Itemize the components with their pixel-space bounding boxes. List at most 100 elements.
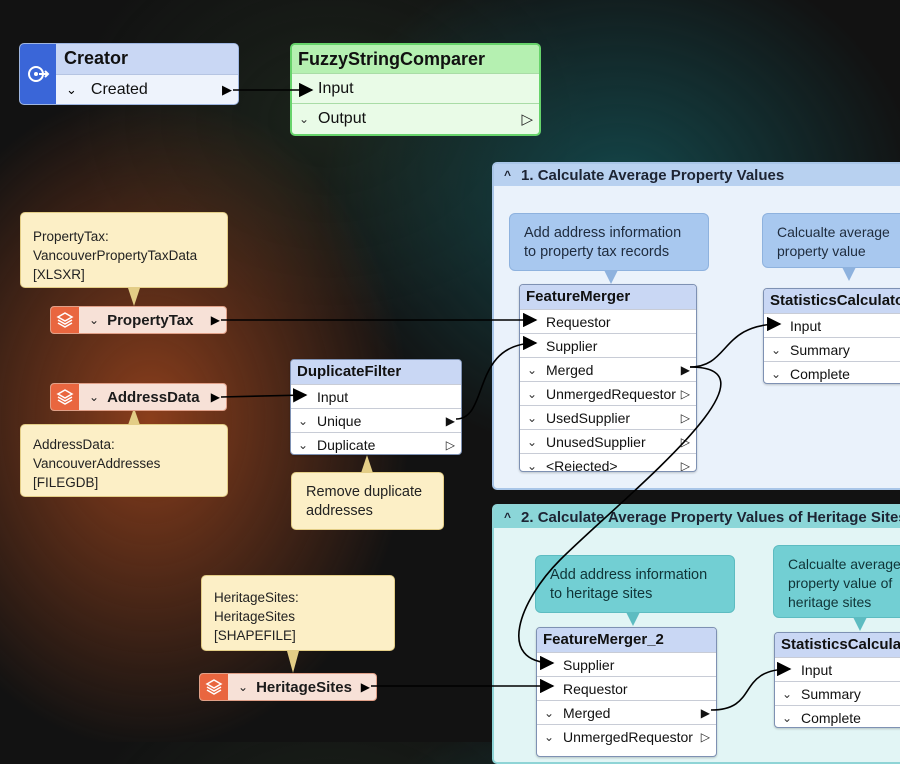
port-label: Merged [563, 704, 611, 721]
chevron-down-icon[interactable]: ⌄ [297, 413, 309, 428]
chevron-down-icon[interactable]: ⌄ [238, 680, 249, 694]
chevron-down-icon[interactable]: ⌄ [526, 434, 538, 449]
port-complete[interactable]: ⌄ Complete [775, 705, 900, 727]
creator-transformer[interactable]: Creator ⌄ Created ▶ [19, 43, 239, 105]
fuzzystringcomparer-transformer[interactable]: FuzzyStringComparer ▶ Input ⌄ Output ▷ [290, 43, 541, 136]
chevron-down-icon[interactable]: ⌄ [298, 111, 310, 126]
triangle-right-icon[interactable]: ▶ [210, 313, 220, 327]
port-unmergedrequestor[interactable]: ⌄ UnmergedRequestor ▷ [520, 381, 696, 405]
annotation-calc-average-2[interactable]: Calcualte average property value of heri… [773, 545, 900, 618]
port-label: Requestor [563, 680, 628, 697]
port-requestor[interactable]: Requestor [520, 309, 696, 333]
annotation-tail [287, 651, 299, 673]
port-unusedsupplier[interactable]: ⌄ UnusedSupplier ▷ [520, 429, 696, 453]
port-supplier[interactable]: Supplier [520, 333, 696, 357]
layers-icon [51, 384, 79, 410]
chevron-down-icon[interactable]: ⌄ [297, 437, 309, 452]
port-usedsupplier[interactable]: ⌄ UsedSupplier ▷ [520, 405, 696, 429]
port-input[interactable]: ▶ Input [292, 73, 539, 103]
transformer-title: StatisticsCalculator_2 [775, 633, 900, 657]
triangle-right-icon[interactable]: ▶ [222, 81, 232, 97]
port-label: Input [790, 317, 822, 334]
port-label: Complete [790, 365, 850, 382]
port-label: Supplier [546, 337, 598, 354]
triangle-right-icon[interactable]: ▷ [700, 729, 710, 744]
bookmark-title: 1. Calculate Average Property Values [521, 166, 785, 184]
triangle-right-icon[interactable]: ▶ [445, 413, 455, 428]
port-label: Input [317, 388, 349, 405]
duplicatefilter-transformer[interactable]: DuplicateFilter Input ⌄ Unique ▶ ⌄ Dupli… [290, 359, 462, 455]
chevron-down-icon[interactable]: ⌄ [526, 362, 538, 377]
port-complete[interactable]: ⌄ Complete [764, 361, 900, 383]
port-summary[interactable]: ⌄ Summary [775, 681, 900, 705]
port-input[interactable]: Input [764, 313, 900, 337]
port-label: Summary [790, 341, 850, 358]
triangle-right-icon[interactable]: ▶ [210, 390, 220, 404]
chevron-down-icon[interactable]: ⌄ [781, 710, 793, 725]
port-duplicate[interactable]: ⌄ Duplicate ▷ [291, 432, 461, 454]
port-input[interactable]: Input [775, 657, 900, 681]
triangle-right-icon[interactable]: ▷ [445, 437, 455, 452]
chevron-down-icon[interactable]: ⌄ [781, 686, 793, 701]
chevron-down-icon[interactable]: ⌄ [770, 342, 782, 357]
annotation-heritagesites-reader[interactable]: HeritageSites: HeritageSites [SHAPEFILE] [201, 575, 395, 651]
port-label: <Rejected> [546, 457, 618, 472]
port-supplier[interactable]: Supplier [537, 652, 716, 676]
transformer-title: FuzzyStringComparer [292, 45, 539, 73]
chevron-down-icon[interactable]: ⌄ [89, 313, 100, 327]
port-unique[interactable]: ⌄ Unique ▶ [291, 408, 461, 432]
port-label: Input [318, 79, 354, 97]
transformer-title: FeatureMerger [520, 285, 696, 309]
creator-port-created[interactable]: Created [90, 80, 148, 98]
chevron-down-icon[interactable]: ⌄ [89, 390, 100, 404]
port-merged[interactable]: ⌄ Merged ▶ [537, 700, 716, 724]
port-summary[interactable]: ⌄ Summary [764, 337, 900, 361]
chevron-down-icon[interactable]: ⌄ [770, 366, 782, 381]
triangle-right-icon[interactable]: ▷ [680, 386, 690, 401]
chevron-down-icon[interactable]: ⌄ [526, 458, 538, 472]
triangle-right-icon[interactable]: ▷ [680, 434, 690, 449]
featuremerger2-transformer[interactable]: FeatureMerger_2 Supplier Requestor ⌄ Mer… [536, 627, 717, 757]
chevron-up-icon[interactable]: ^ [504, 168, 512, 182]
chevron-down-icon[interactable]: ⌄ [543, 705, 555, 720]
triangle-right-icon[interactable]: ▶ [360, 680, 370, 694]
transformer-title: StatisticsCalculator [764, 289, 900, 313]
statisticscalculator2-transformer[interactable]: StatisticsCalculator_2 Input ⌄ Summary ⌄… [774, 632, 900, 728]
triangle-right-icon[interactable]: ▷ [680, 458, 690, 472]
bookmark-header[interactable]: ^ 2. Calculate Average Property Values o… [494, 506, 900, 528]
chevron-down-icon[interactable]: ⌄ [526, 410, 538, 425]
chevron-down-icon[interactable]: ⌄ [66, 81, 77, 97]
annotation-add-address-heritage[interactable]: Add address information to heritage site… [535, 555, 735, 613]
port-output[interactable]: ⌄ Output ▷ [292, 103, 539, 133]
reader-label: HeritageSites [256, 678, 352, 696]
port-input[interactable]: Input [291, 384, 461, 408]
port-rejected[interactable]: ⌄ <Rejected> ▷ [520, 453, 696, 472]
port-label: Supplier [563, 656, 615, 673]
port-unmergedrequestor[interactable]: ⌄ UnmergedRequestor ▷ [537, 724, 716, 748]
annotation-calc-average-1[interactable]: Calcualte average property value [762, 213, 900, 268]
reader-heritagesites[interactable]: ⌄ HeritageSites ▶ [199, 673, 377, 701]
chevron-down-icon[interactable]: ⌄ [543, 729, 555, 744]
statisticscalculator-transformer[interactable]: StatisticsCalculator Input ⌄ Summary ⌄ C… [763, 288, 900, 384]
triangle-right-icon[interactable]: ▷ [680, 410, 690, 425]
reader-addressdata[interactable]: ⌄ AddressData ▶ [50, 383, 227, 411]
port-label: Summary [801, 685, 861, 702]
annotation-add-address-tax[interactable]: Add address information to property tax … [509, 213, 709, 271]
annotation-propertytax-reader[interactable]: PropertyTax: VancouverPropertyTaxData [X… [20, 212, 228, 288]
chevron-down-icon[interactable]: ⌄ [526, 386, 538, 401]
port-merged[interactable]: ⌄ Merged ▶ [520, 357, 696, 381]
chevron-up-icon[interactable]: ^ [504, 510, 512, 524]
annotation-tail [604, 270, 618, 284]
triangle-right-icon[interactable]: ▷ [521, 110, 533, 128]
featuremerger-transformer[interactable]: FeatureMerger Requestor Supplier ⌄ Merge… [519, 284, 697, 472]
bookmark-title: 2. Calculate Average Property Values of … [521, 508, 900, 526]
port-requestor[interactable]: Requestor [537, 676, 716, 700]
annotation-addressdata-reader[interactable]: AddressData: VancouverAddresses [FILEGDB… [20, 424, 228, 497]
reader-propertytax[interactable]: ⌄ PropertyTax ▶ [50, 306, 227, 334]
triangle-right-icon[interactable]: ▶ [700, 705, 710, 720]
port-label: UnmergedRequestor [563, 728, 693, 745]
annotation-remove-duplicates[interactable]: Remove duplicate addresses [291, 472, 444, 530]
triangle-right-icon[interactable]: ▶ [680, 362, 690, 377]
bookmark-header[interactable]: ^ 1. Calculate Average Property Values [494, 164, 900, 186]
annotation-tail [842, 267, 856, 281]
